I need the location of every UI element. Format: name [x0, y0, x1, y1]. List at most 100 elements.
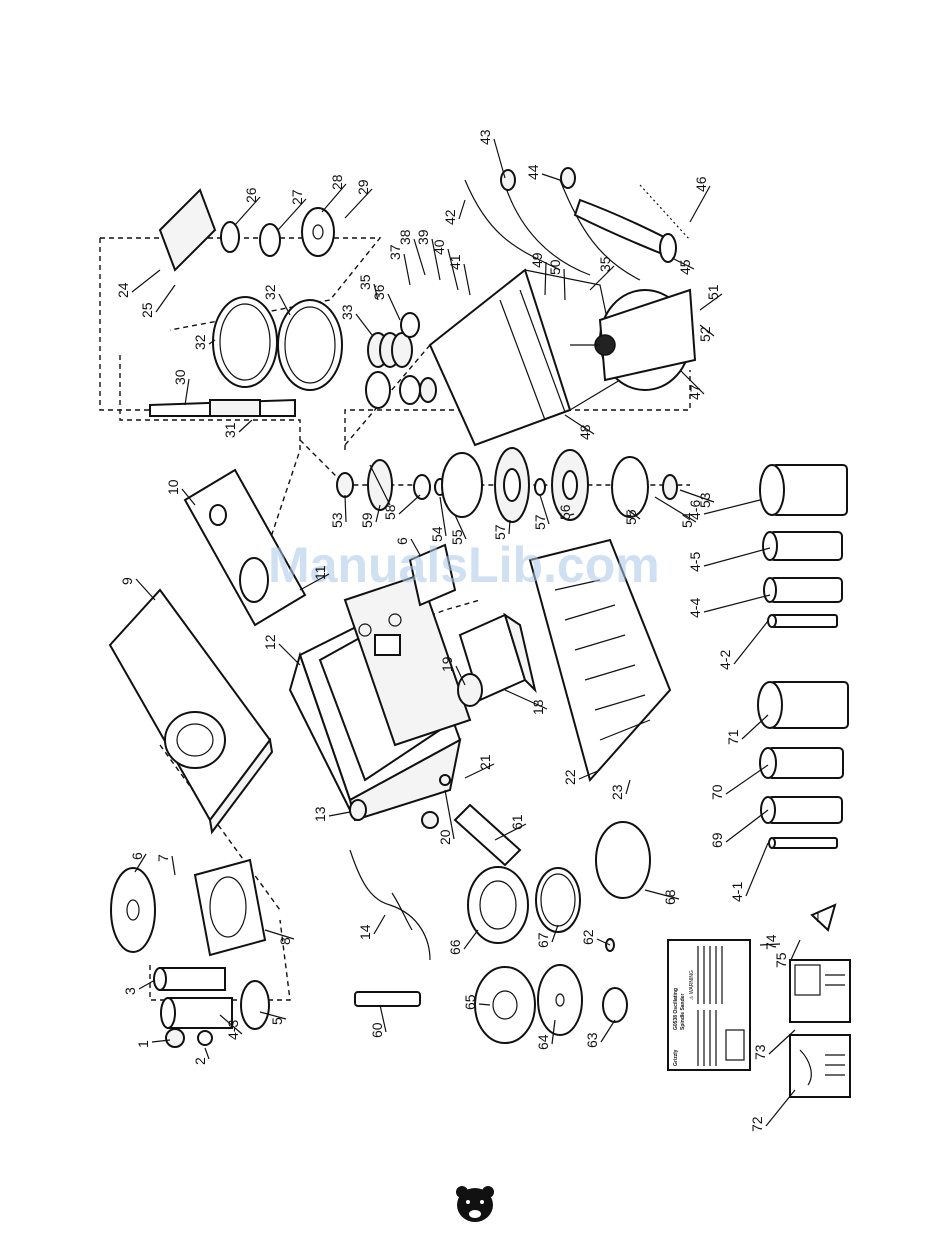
callout-13: 13 [312, 806, 328, 822]
leader-line [171, 855, 176, 876]
leader-line [234, 196, 261, 226]
decal-model-text: G0538 Oscillating [673, 988, 679, 1030]
leader-line [373, 283, 379, 301]
leader-line [745, 842, 769, 897]
callout-35: 35 [357, 274, 373, 290]
leader-line [569, 513, 575, 516]
callout-12: 12 [262, 634, 278, 650]
callout-47: 47 [687, 384, 703, 400]
leader-line [208, 339, 216, 345]
leader-line [671, 257, 695, 270]
callout-38: 38 [397, 229, 413, 245]
leader-line [444, 789, 455, 840]
callout-52: 52 [697, 326, 713, 342]
leader-line [541, 173, 561, 181]
callout-9: 9 [119, 577, 135, 585]
leader-line [135, 578, 156, 601]
leader-line [725, 809, 769, 843]
callout-51: 51 [705, 284, 721, 300]
leader-line [138, 979, 156, 990]
motor-bracket-frame [428, 268, 621, 447]
leader-line [454, 514, 467, 540]
callout-57: 57 [532, 514, 548, 530]
callout-70: 70 [709, 784, 725, 800]
callout-53: 53 [697, 492, 713, 508]
callout-14: 14 [357, 924, 373, 940]
callout-42: 42 [442, 209, 458, 225]
leader-line [344, 494, 347, 523]
leader-line [759, 943, 781, 946]
callout-21: 21 [477, 754, 493, 770]
leader-line [398, 494, 421, 515]
callout-46: 46 [693, 176, 709, 192]
callout-43: 43 [477, 129, 493, 145]
leader-line [578, 769, 601, 780]
callout-69: 69 [709, 832, 725, 848]
callout-3: 3 [122, 987, 138, 995]
callout-55: 55 [449, 529, 465, 545]
leader-line [464, 763, 495, 779]
leader-line [431, 238, 441, 281]
leader-line [703, 547, 771, 567]
leader-line [413, 238, 426, 276]
callout-53: 53 [329, 512, 345, 528]
leader-line [181, 488, 196, 506]
callout-41: 41 [447, 254, 463, 270]
leader-line [493, 138, 506, 179]
leader-lines [131, 138, 801, 1127]
leader-line [134, 853, 147, 873]
leader-line [344, 188, 373, 219]
leader-line [494, 823, 527, 841]
leader-line [387, 293, 401, 321]
callout-22: 22 [562, 769, 578, 785]
leader-line [478, 1003, 491, 1006]
leader-line [703, 499, 761, 515]
bottom-plate [528, 538, 672, 783]
callout-63: 63 [584, 1032, 600, 1048]
leader-line [151, 1039, 171, 1043]
callout-54: 54 [429, 526, 445, 542]
callout-72: 72 [749, 1116, 765, 1132]
leader-line [596, 938, 611, 946]
callout-57: 57 [492, 524, 508, 540]
callout-64: 64 [535, 1034, 551, 1050]
callout-68: 68 [662, 889, 678, 905]
decal-model-text-2: Spindle Sander [680, 994, 686, 1030]
callout-4-5: 4-5 [687, 552, 703, 572]
callout-65: 65 [462, 994, 478, 1010]
leader-line [644, 889, 680, 900]
svg-text:!: ! [816, 909, 820, 925]
callout-37: 37 [387, 244, 403, 260]
callout-50: 50 [547, 259, 563, 275]
leader-line [373, 914, 386, 935]
callout-4-1: 4-1 [729, 882, 745, 902]
leader-line [768, 1029, 796, 1055]
leader-line [204, 1047, 210, 1060]
gear-stack [365, 312, 437, 409]
callout-54: 54 [679, 512, 695, 528]
callout-2: 2 [192, 1057, 208, 1065]
callout-55: 55 [623, 509, 639, 525]
left-small-parts [153, 967, 270, 1048]
watermark-text: ManualsLib.com [268, 537, 660, 593]
leader-line [184, 378, 190, 406]
leader-line [375, 504, 381, 523]
callout-62: 62 [580, 929, 596, 945]
callout-24: 24 [115, 282, 131, 298]
decal-69: Grizzly G0538 Oscillating Spindle Sander… [667, 939, 751, 1071]
callout-75: 75 [773, 952, 789, 968]
leader-line [458, 199, 466, 220]
callout-8: 8 [277, 937, 293, 945]
leader-line [504, 689, 548, 710]
pulleys-and-gears [336, 447, 678, 523]
callout-49: 49 [529, 252, 545, 268]
leader-line [508, 519, 511, 535]
callout-26: 26 [243, 187, 259, 203]
leader-line [725, 764, 769, 795]
leader-line [321, 183, 347, 213]
motor [570, 288, 697, 391]
decal-warning-text: ⚠ WARNING [689, 970, 695, 1000]
callout-67: 67 [535, 932, 551, 948]
callout-59: 59 [359, 512, 375, 528]
callout-7: 7 [155, 854, 171, 862]
